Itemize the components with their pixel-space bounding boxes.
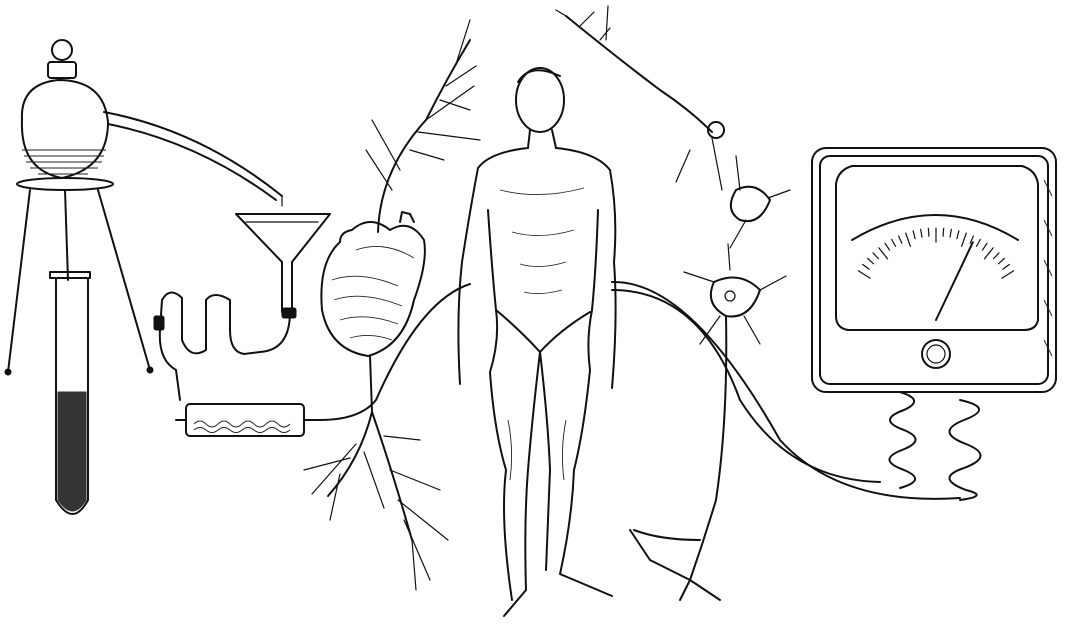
- test-tube-icon: [50, 272, 90, 514]
- meter-tick: [950, 229, 951, 237]
- vessel-tree-icon: [304, 20, 480, 590]
- meter-tick: [982, 243, 986, 250]
- meter-tick: [879, 248, 888, 259]
- coil-tube-icon: [154, 292, 296, 400]
- funnel-icon: [236, 196, 330, 312]
- meter-tick: [899, 236, 902, 243]
- meter-tick: [957, 231, 959, 239]
- meter-tick: [928, 228, 929, 236]
- meter-needle: [936, 242, 973, 320]
- heart-icon: [321, 212, 425, 412]
- meter-tick: [984, 248, 993, 259]
- meter-tick: [1003, 264, 1009, 269]
- wire-icon: [612, 282, 960, 499]
- meter-tick: [885, 243, 889, 250]
- meter-tick: [998, 258, 1004, 263]
- galvanometer-icon: [812, 148, 1056, 392]
- wire-coil-icon: [889, 392, 980, 500]
- filter-tube-icon: [176, 284, 470, 436]
- meter-tick: [962, 233, 967, 246]
- meter-tick: [863, 264, 869, 269]
- meter-tick: [873, 253, 878, 259]
- meter-tick: [994, 253, 999, 259]
- meter-tick: [858, 271, 870, 279]
- human-figure-icon: [458, 68, 615, 616]
- meter-tick: [906, 233, 911, 246]
- meter-tick: [1002, 271, 1014, 279]
- meter-tick: [976, 239, 980, 246]
- meter-tick: [943, 228, 944, 236]
- meter-tick: [913, 231, 915, 239]
- tripod-icon: [5, 178, 153, 375]
- meter-tick: [892, 239, 896, 246]
- meter-tick: [868, 258, 874, 263]
- meter-tick: [921, 229, 922, 237]
- flask-icon: [22, 40, 282, 200]
